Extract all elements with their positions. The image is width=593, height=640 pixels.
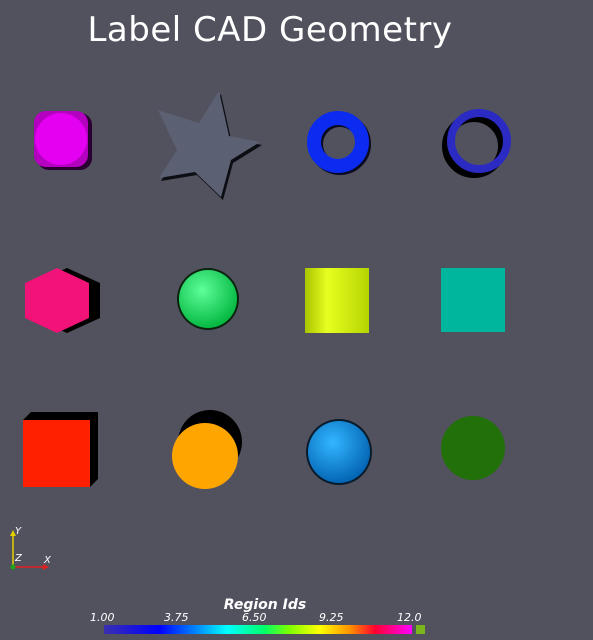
disk-shape: [441, 416, 505, 480]
orientation-axes: Y X Z: [6, 525, 56, 575]
legend-tick: 1.00: [90, 611, 115, 624]
cylinder-shape: [305, 268, 369, 333]
square-shape: [441, 268, 505, 332]
y-axis-label: Y: [15, 526, 22, 537]
star-shape: [158, 91, 262, 200]
hexagon-shape: [25, 268, 100, 333]
page-title: Label CAD Geometry: [87, 10, 453, 50]
torus-shape: [307, 111, 371, 175]
sphere-shape: [177, 268, 239, 330]
nan-color-swatch: [416, 625, 425, 634]
rounded-cube-shape: [34, 111, 92, 170]
legend-tick: 6.50: [242, 611, 267, 624]
ring-shape: [442, 109, 511, 178]
box-shape: [23, 412, 98, 487]
cone-shape: [172, 410, 242, 489]
legend-tick: 3.75: [164, 611, 189, 624]
legend-tick: 12.0: [397, 611, 422, 624]
color-scale-bar: [104, 625, 412, 634]
ball-shape: [306, 419, 372, 485]
z-axis-label: Z: [15, 553, 22, 564]
legend-title: Region Ids: [223, 597, 307, 613]
legend-tick: 9.25: [319, 611, 344, 624]
x-axis-label: X: [44, 555, 51, 566]
